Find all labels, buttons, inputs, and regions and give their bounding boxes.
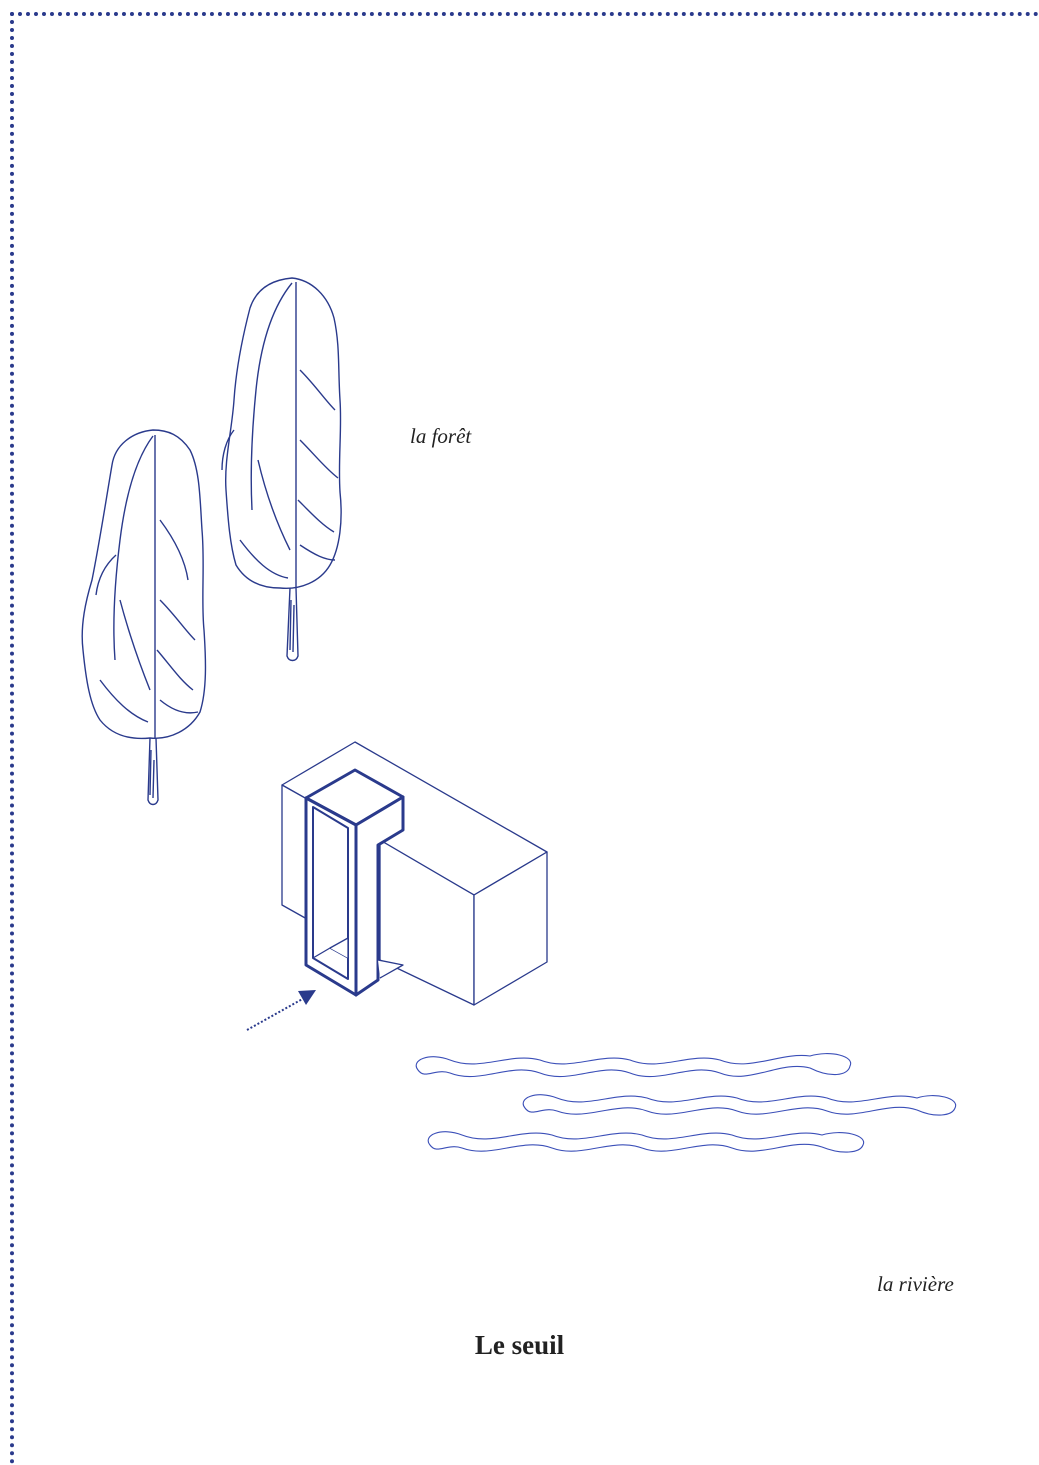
building-icon xyxy=(281,741,548,1006)
river-label: la rivière xyxy=(877,1272,954,1296)
arrow-icon xyxy=(246,990,316,1031)
dotted-border-left xyxy=(10,12,14,1465)
tree-icon xyxy=(81,429,207,806)
page-title: Le seuil xyxy=(474,1330,565,1360)
dotted-border-top xyxy=(10,12,1039,16)
tree-icon xyxy=(221,277,342,662)
water-waves-icon xyxy=(415,1053,957,1153)
forest-label: la forêt xyxy=(410,424,472,448)
